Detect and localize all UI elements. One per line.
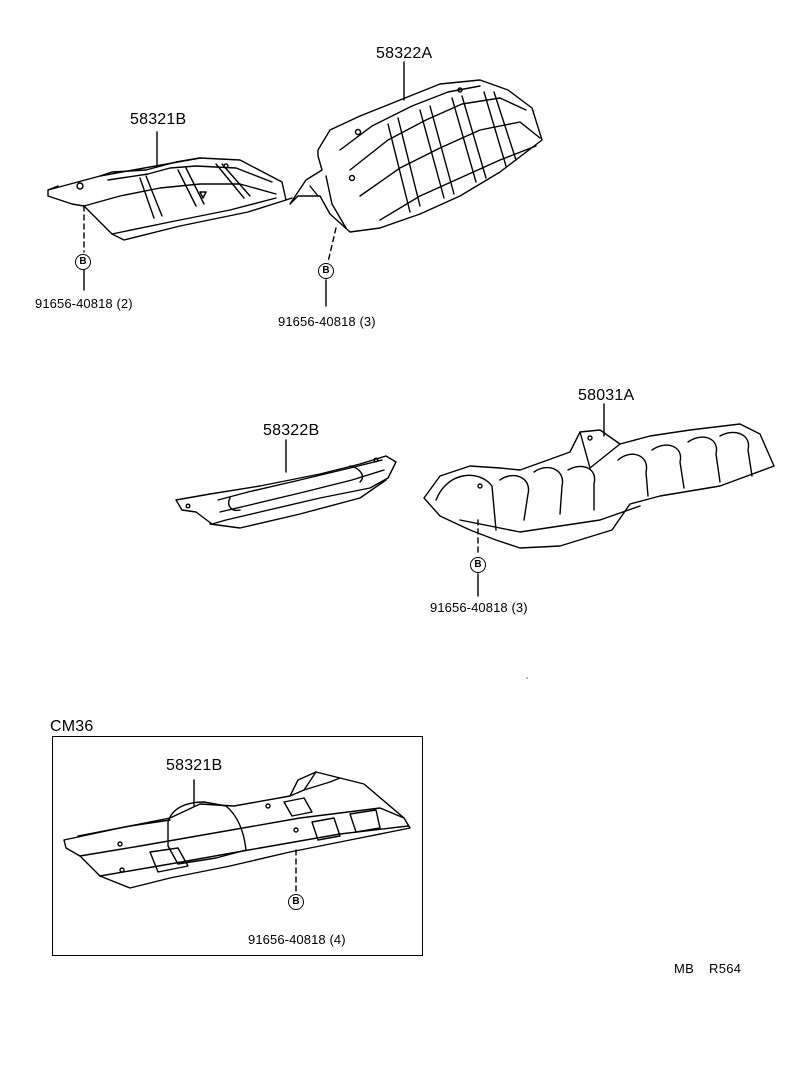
part-label-58031a: 58031A <box>578 387 635 404</box>
bolt-marker-b: B <box>75 254 91 270</box>
bolt-label-2: 91656-40818 (3) <box>278 314 376 329</box>
heat-shield-58031a <box>423 403 775 597</box>
speck <box>526 677 528 679</box>
heat-shield-58321b-top <box>47 131 293 291</box>
heat-shield-58322b <box>175 439 397 529</box>
bolt-marker-b: B <box>288 894 304 910</box>
heat-shield-58322a <box>289 61 543 307</box>
inset-title: CM36 <box>50 718 94 735</box>
part-label-58321b-inset: 58321B <box>166 757 223 774</box>
footer-ref-mb: MB <box>674 961 695 976</box>
bolt-marker-b: B <box>470 557 486 573</box>
heat-shield-58321b-inset <box>63 771 411 893</box>
bolt-marker-b: B <box>318 263 334 279</box>
bolt-label-3: 91656-40818 (3) <box>430 600 528 615</box>
bolt-label-1: 91656-40818 (2) <box>35 296 133 311</box>
part-label-58321b-top: 58321B <box>130 111 187 128</box>
bolt-label-4: 91656-40818 (4) <box>248 932 346 947</box>
inset-frame-cm36 <box>52 736 423 956</box>
part-label-58322a: 58322A <box>376 45 433 62</box>
footer-ref-code: R564 <box>709 961 742 976</box>
part-label-58322b: 58322B <box>263 422 320 439</box>
